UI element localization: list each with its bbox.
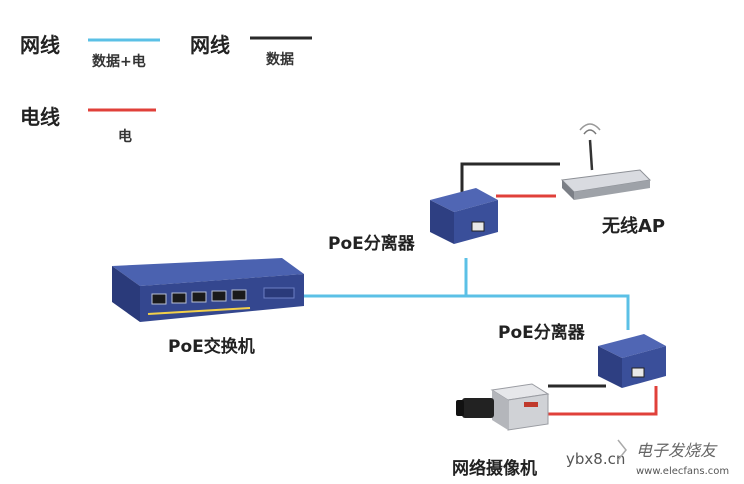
wireless-ap — [560, 123, 652, 200]
switch-port-1 — [151, 293, 167, 305]
camera-lens-front — [456, 400, 464, 416]
watermark-site-2-url: www.elecfans.com — [636, 466, 729, 477]
switch-side-face — [112, 266, 140, 322]
switch-ports — [151, 289, 247, 305]
legend-power-label: 电 — [118, 128, 132, 145]
switch-front-panel — [263, 287, 295, 299]
legend-power-cable-label: 电线 — [20, 105, 60, 129]
splitter-top-side-face — [430, 200, 454, 244]
cable-switch-to-bottom-splitter — [300, 294, 630, 330]
splitter-bottom-label: PoE分离器 — [498, 322, 586, 343]
legend-network-cable-label-1: 网线 — [20, 33, 60, 57]
camera-label: 网络摄像机 — [452, 458, 537, 479]
splitter-bottom-top-face — [598, 334, 666, 358]
watermark-site-2-cn: 电子发烧友 — [636, 441, 718, 460]
cable-top-splitter-to-ap-data — [460, 162, 560, 198]
splitter-top-label: PoE分离器 — [328, 233, 416, 254]
ap-signal-wave-1 — [583, 129, 597, 135]
watermark-logo-icon — [617, 439, 627, 461]
splitter-bottom-side-face — [598, 346, 622, 388]
splitter-top-top-face — [430, 188, 498, 212]
switch-port-4 — [211, 290, 227, 302]
cable-bottom-splitter-to-camera-power — [548, 386, 658, 416]
cables — [300, 162, 658, 416]
ap-front-face — [574, 180, 650, 200]
switch-port-3 — [191, 291, 207, 303]
camera-lens — [462, 398, 494, 418]
ap-label: 无线AP — [602, 215, 665, 237]
watermarks: ybx8.cn 电子发烧友 www.elecfans.com — [566, 439, 729, 477]
watermark-site-1: ybx8.cn — [566, 450, 625, 468]
legend: 网线 数据+电 网线 数据 电线 电 — [20, 33, 312, 145]
poe-switch — [112, 258, 304, 322]
splitter-bottom-port — [631, 367, 645, 378]
camera-brand-mark — [524, 402, 538, 407]
ap-signal-wave-2 — [579, 123, 601, 131]
ap-side-face — [562, 180, 574, 200]
switch-port-2 — [171, 292, 187, 304]
switch-label: PoE交换机 — [168, 336, 255, 357]
camera-body — [507, 393, 549, 431]
ap-antenna — [588, 139, 594, 171]
network-camera — [456, 383, 550, 431]
legend-data-power-label: 数据+电 — [92, 53, 146, 70]
switch-led-strip — [147, 307, 251, 315]
poe-splitter-bottom — [598, 334, 666, 388]
switch-port-5 — [231, 289, 247, 301]
switch-top-face — [112, 258, 304, 286]
poe-splitter-top — [430, 188, 498, 244]
legend-network-cable-label-2: 网线 — [190, 33, 230, 57]
camera-side-face — [492, 390, 508, 430]
legend-data-label: 数据 — [266, 51, 294, 68]
splitter-top-port — [471, 221, 485, 232]
